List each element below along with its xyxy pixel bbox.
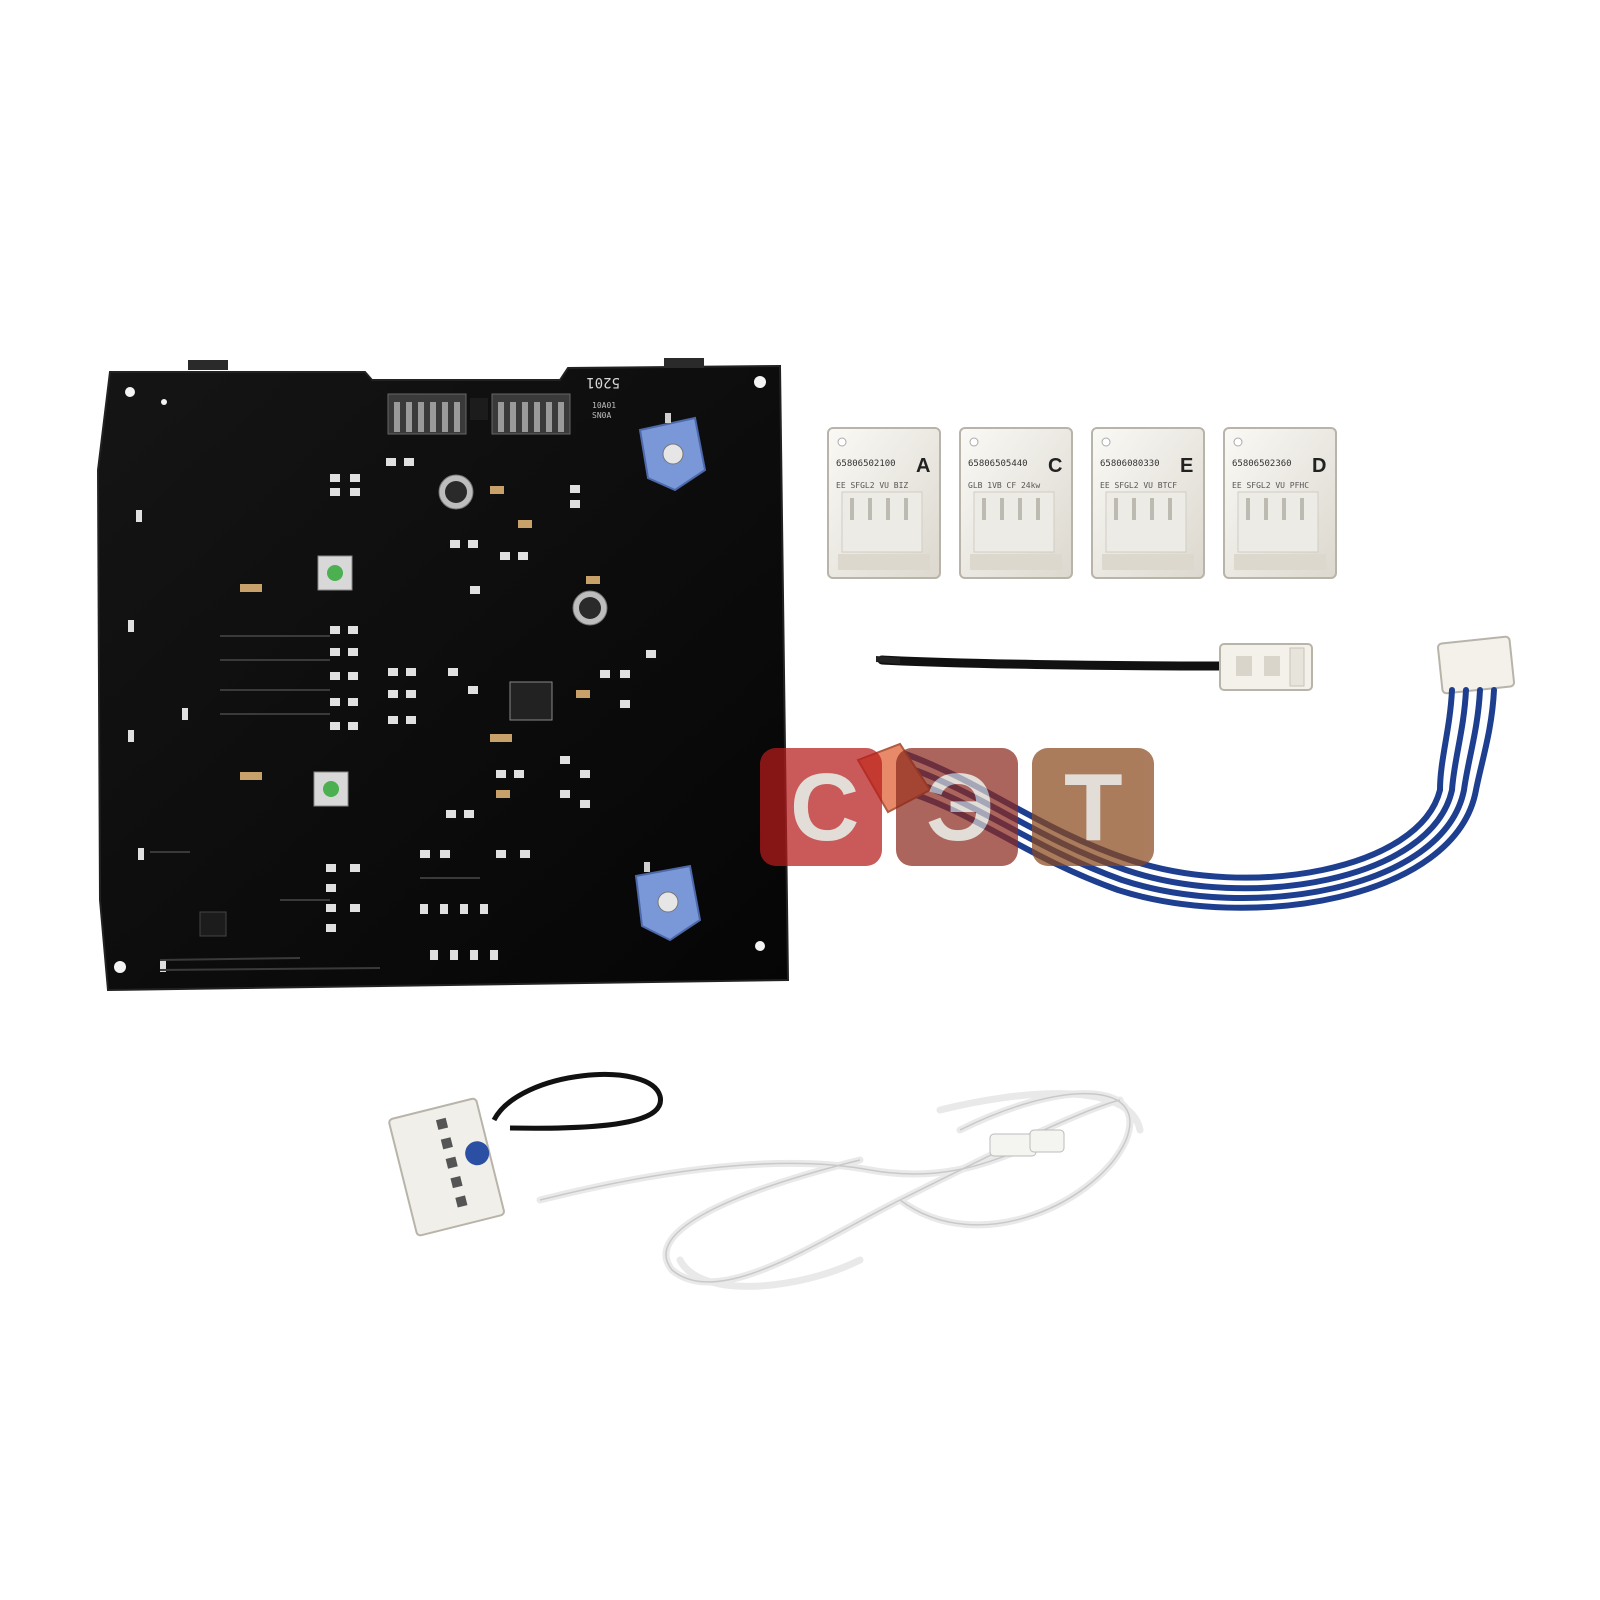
pcb-label: 5201 [586, 374, 620, 390]
card-subtext: GLB 1VB CF 24kw [968, 481, 1040, 490]
capacitor [572, 590, 608, 626]
header-connector-left [387, 393, 467, 435]
header-spacer [470, 398, 488, 420]
inline-connector [989, 1133, 1037, 1157]
multi-pin-connector [388, 1097, 505, 1237]
card-code: 65806080330 [1100, 459, 1160, 469]
pcb-sublabel: SN0A [592, 411, 611, 420]
inline-connector [1029, 1129, 1065, 1153]
potentiometer-top [638, 413, 707, 492]
pcb-body [96, 364, 790, 992]
card-letter: E [1180, 455, 1193, 477]
watermark-tile [760, 748, 882, 866]
ic-chip [199, 911, 227, 937]
watermark-tile [896, 748, 1018, 866]
watermark-tile [1032, 748, 1154, 866]
card-code: 65806502360 [1232, 459, 1292, 469]
temperature-sensor-cable [876, 643, 1313, 691]
harness-connector-right [1436, 635, 1516, 695]
mounting-holes [114, 376, 766, 973]
pcb-sublabel: 10A01 [592, 401, 616, 410]
potentiometer-bottom [634, 862, 702, 942]
coding-cards: 65806502100 A EE SFGL2 VU BIZ 6580650544… [827, 427, 1337, 579]
push-button-bottom [313, 771, 349, 807]
coding-card-d: 65806502360 D EE SFGL2 VU PFHC [1223, 427, 1337, 579]
coding-card-a: 65806502100 A EE SFGL2 VU BIZ [827, 427, 941, 579]
card-code: 65806502100 [836, 459, 896, 469]
connector-logo [465, 1141, 490, 1166]
coding-card-c: 65806505440 C GLB 1VB CF 24kw [959, 427, 1073, 579]
card-subtext: EE SFGL2 VU PFHC [1232, 481, 1309, 490]
edge-connector [664, 358, 704, 368]
control-board: 5201 10A01 SN0A [96, 358, 790, 992]
card-subtext: EE SFGL2 VU BTCF [1100, 481, 1177, 490]
watermark-letter: С [790, 754, 859, 861]
card-letter: D [1312, 455, 1326, 477]
coding-card-e: 65806080330 E EE SFGL2 VU BTCF [1091, 427, 1205, 579]
capacitor [438, 474, 474, 510]
pcb-traces [150, 635, 480, 971]
card-subtext: EE SFGL2 VU BIZ [836, 481, 908, 490]
watermark-letter: Т [1064, 754, 1123, 861]
card-letter: A [916, 455, 930, 477]
watermark-letter: Э [926, 754, 994, 861]
card-letter: C [1048, 455, 1062, 477]
watermark-logo: С Э Т [760, 748, 1154, 866]
card-code: 65806505440 [968, 459, 1028, 469]
smd-components [128, 458, 656, 972]
edge-connector [188, 360, 228, 370]
ic-chip [509, 681, 553, 721]
header-connector-right [491, 393, 571, 435]
push-button-top [317, 555, 353, 591]
white-cable-assembly [388, 1071, 1144, 1290]
